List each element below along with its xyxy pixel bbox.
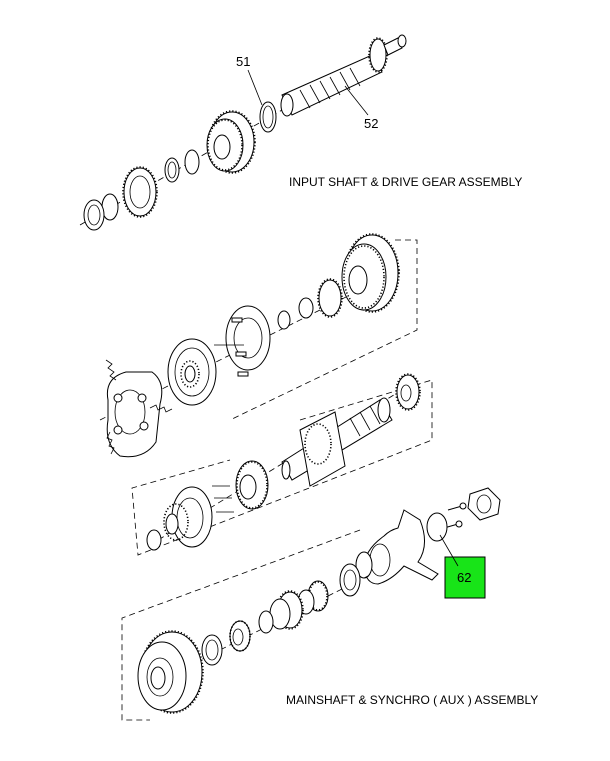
section-boundary — [229, 239, 418, 421]
drive-gear-part — [206, 110, 256, 174]
snap-ring-part — [259, 101, 277, 133]
bearing-part — [297, 580, 329, 615]
yoke-group — [355, 487, 501, 585]
input-shaft-part — [280, 34, 407, 117]
synchro-hub-part — [214, 305, 271, 377]
shift-plate-part — [105, 359, 173, 458]
leader-line — [344, 85, 369, 116]
small-gear-part — [229, 620, 251, 652]
section-boundary — [121, 529, 361, 721]
large-gear-part — [341, 233, 400, 313]
nut-part — [467, 487, 501, 521]
aux-drive-gear-part — [137, 630, 204, 714]
small-gear-part — [395, 373, 421, 411]
retainer-plate-part — [426, 512, 448, 542]
aux-synchro-part — [146, 486, 213, 551]
clutch-gear-part — [235, 460, 269, 510]
aux-synchro-assembly-part — [258, 590, 304, 634]
synchro-ring-part — [122, 166, 158, 218]
ring-part — [277, 310, 291, 330]
synchro-ring-part — [318, 279, 342, 317]
input-shaft-group — [79, 34, 407, 231]
callout-51: 51 — [236, 54, 250, 69]
mainshaft-assembly-title: MAINSHAFT & SYNCHRO ( AUX ) ASSEMBLY — [286, 693, 538, 707]
callout-52: 52 — [364, 116, 378, 131]
middle-section-group — [99, 233, 418, 458]
sliding-clutch-part — [167, 338, 217, 406]
bearing-race-part — [339, 563, 361, 597]
aux-assembly-group — [121, 529, 371, 721]
callout-62-highlight[interactable] — [444, 556, 486, 599]
washer-part — [83, 199, 105, 231]
callout-62: 62 — [457, 570, 471, 585]
mainshaft-section-group — [131, 373, 433, 556]
leader-line — [439, 534, 459, 567]
ring-part — [164, 157, 180, 183]
leader-line — [247, 69, 263, 106]
ring-part — [184, 149, 200, 175]
yoke-part — [363, 509, 439, 585]
ring-part — [298, 297, 314, 319]
input-assembly-title: INPUT SHAFT & DRIVE GEAR ASSEMBLY — [289, 175, 522, 189]
mainshaft-part — [281, 397, 393, 487]
washer-part — [201, 634, 223, 666]
